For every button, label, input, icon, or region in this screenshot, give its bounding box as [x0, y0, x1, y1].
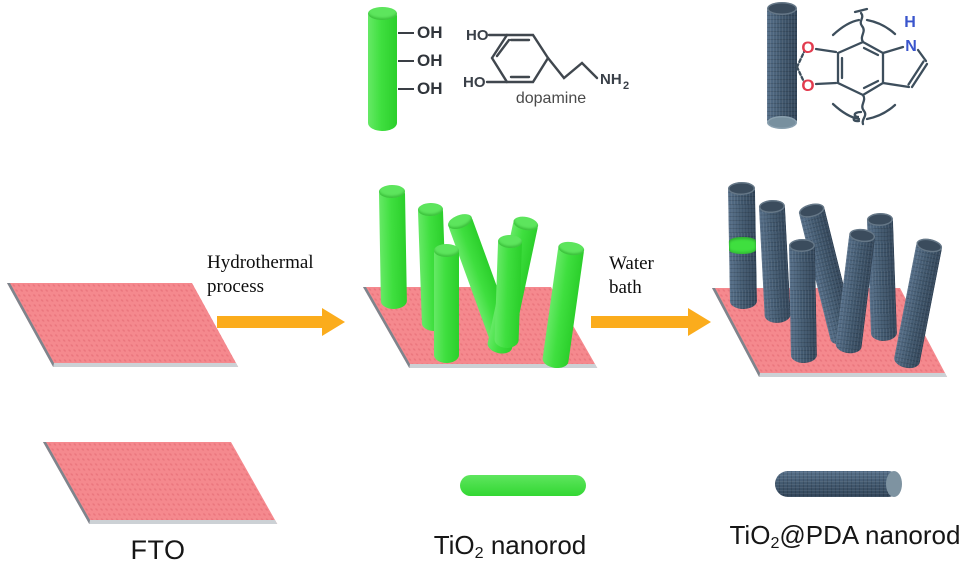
pda-legend-rod	[775, 471, 902, 497]
fto-substrate-bottom	[43, 442, 278, 524]
nitrogen-label: N	[905, 38, 917, 55]
hydroxyl-label: OH	[417, 51, 443, 70]
rod-end-cap	[886, 471, 902, 497]
tio2-legend-rod	[460, 475, 586, 496]
pda-nanorod	[758, 199, 792, 324]
pda-nanorod-green-band	[728, 236, 756, 255]
hydroxyl-group: OH	[398, 79, 443, 98]
rod-top-cap	[557, 240, 585, 257]
tio2-nanorod	[433, 244, 459, 363]
tio2-nanorod	[494, 234, 523, 349]
pda-nanorod	[788, 238, 818, 364]
rod-bottom-cap	[767, 116, 797, 129]
dopamine-structure-icon: HO HO NH 2 dopamine	[463, 27, 629, 107]
nh2-subscript: 2	[623, 80, 629, 92]
tio2-nanorod	[378, 184, 408, 310]
ho-label: HO	[463, 74, 486, 91]
bond-dash	[398, 32, 414, 34]
hydrothermal-label: Hydrothermal process	[207, 251, 314, 299]
rod-top-cap	[433, 244, 459, 257]
rod-top-cap	[378, 184, 406, 199]
rod-top-cap	[915, 236, 944, 255]
tio2-nanorod-label: TiO2 nanorod	[433, 530, 587, 563]
ho-label: HO	[466, 27, 489, 44]
bond-dash	[398, 60, 414, 62]
tio2-pda-nanorod-label: TiO2@PDA nanorod	[729, 520, 960, 553]
rod-top-cap	[866, 212, 894, 227]
oxygen-label: O	[801, 76, 814, 95]
oxygen-label: O	[801, 38, 814, 57]
water-bath-label-line2: bath	[609, 277, 642, 298]
hydrothermal-label-line1: Hydrothermal	[207, 252, 314, 273]
hydrogen-label: H	[904, 14, 916, 31]
fto-substrate-top	[7, 283, 239, 367]
hydrothermal-label-line2: process	[207, 276, 264, 297]
rod-top-cap	[767, 2, 797, 15]
bond-dash	[398, 88, 414, 90]
hydrothermal-arrow-icon	[217, 308, 345, 336]
rod-top-cap	[788, 238, 816, 253]
rod-top-cap	[797, 201, 826, 220]
hydroxyl-label: OH	[417, 23, 443, 42]
water-bath-label: Water bath	[609, 252, 654, 300]
rod-top-cap	[368, 7, 397, 20]
water-bath-label-line1: Water	[609, 253, 654, 274]
pda-structure-icon: O O H N	[795, 7, 929, 126]
rod-top-cap	[497, 234, 523, 249]
water-bath-arrow-icon	[591, 308, 711, 336]
hydroxyl-group: OH	[398, 51, 443, 70]
pda-nanorod	[727, 181, 757, 310]
dopamine-label: dopamine	[516, 90, 586, 107]
nh2-label: NH	[600, 71, 622, 88]
rod-top-cap	[417, 202, 443, 217]
rod-top-cap	[758, 199, 786, 214]
rod-top-cap	[727, 181, 755, 196]
rod-top-cap	[511, 214, 539, 233]
hydroxyl-label: OH	[417, 79, 443, 98]
hydroxyl-group: OH	[398, 23, 443, 42]
rod-top-cap	[445, 211, 474, 232]
fto-label: FTO	[130, 535, 186, 565]
hydroxyl-rod	[368, 7, 397, 131]
pda-rod	[767, 2, 797, 129]
